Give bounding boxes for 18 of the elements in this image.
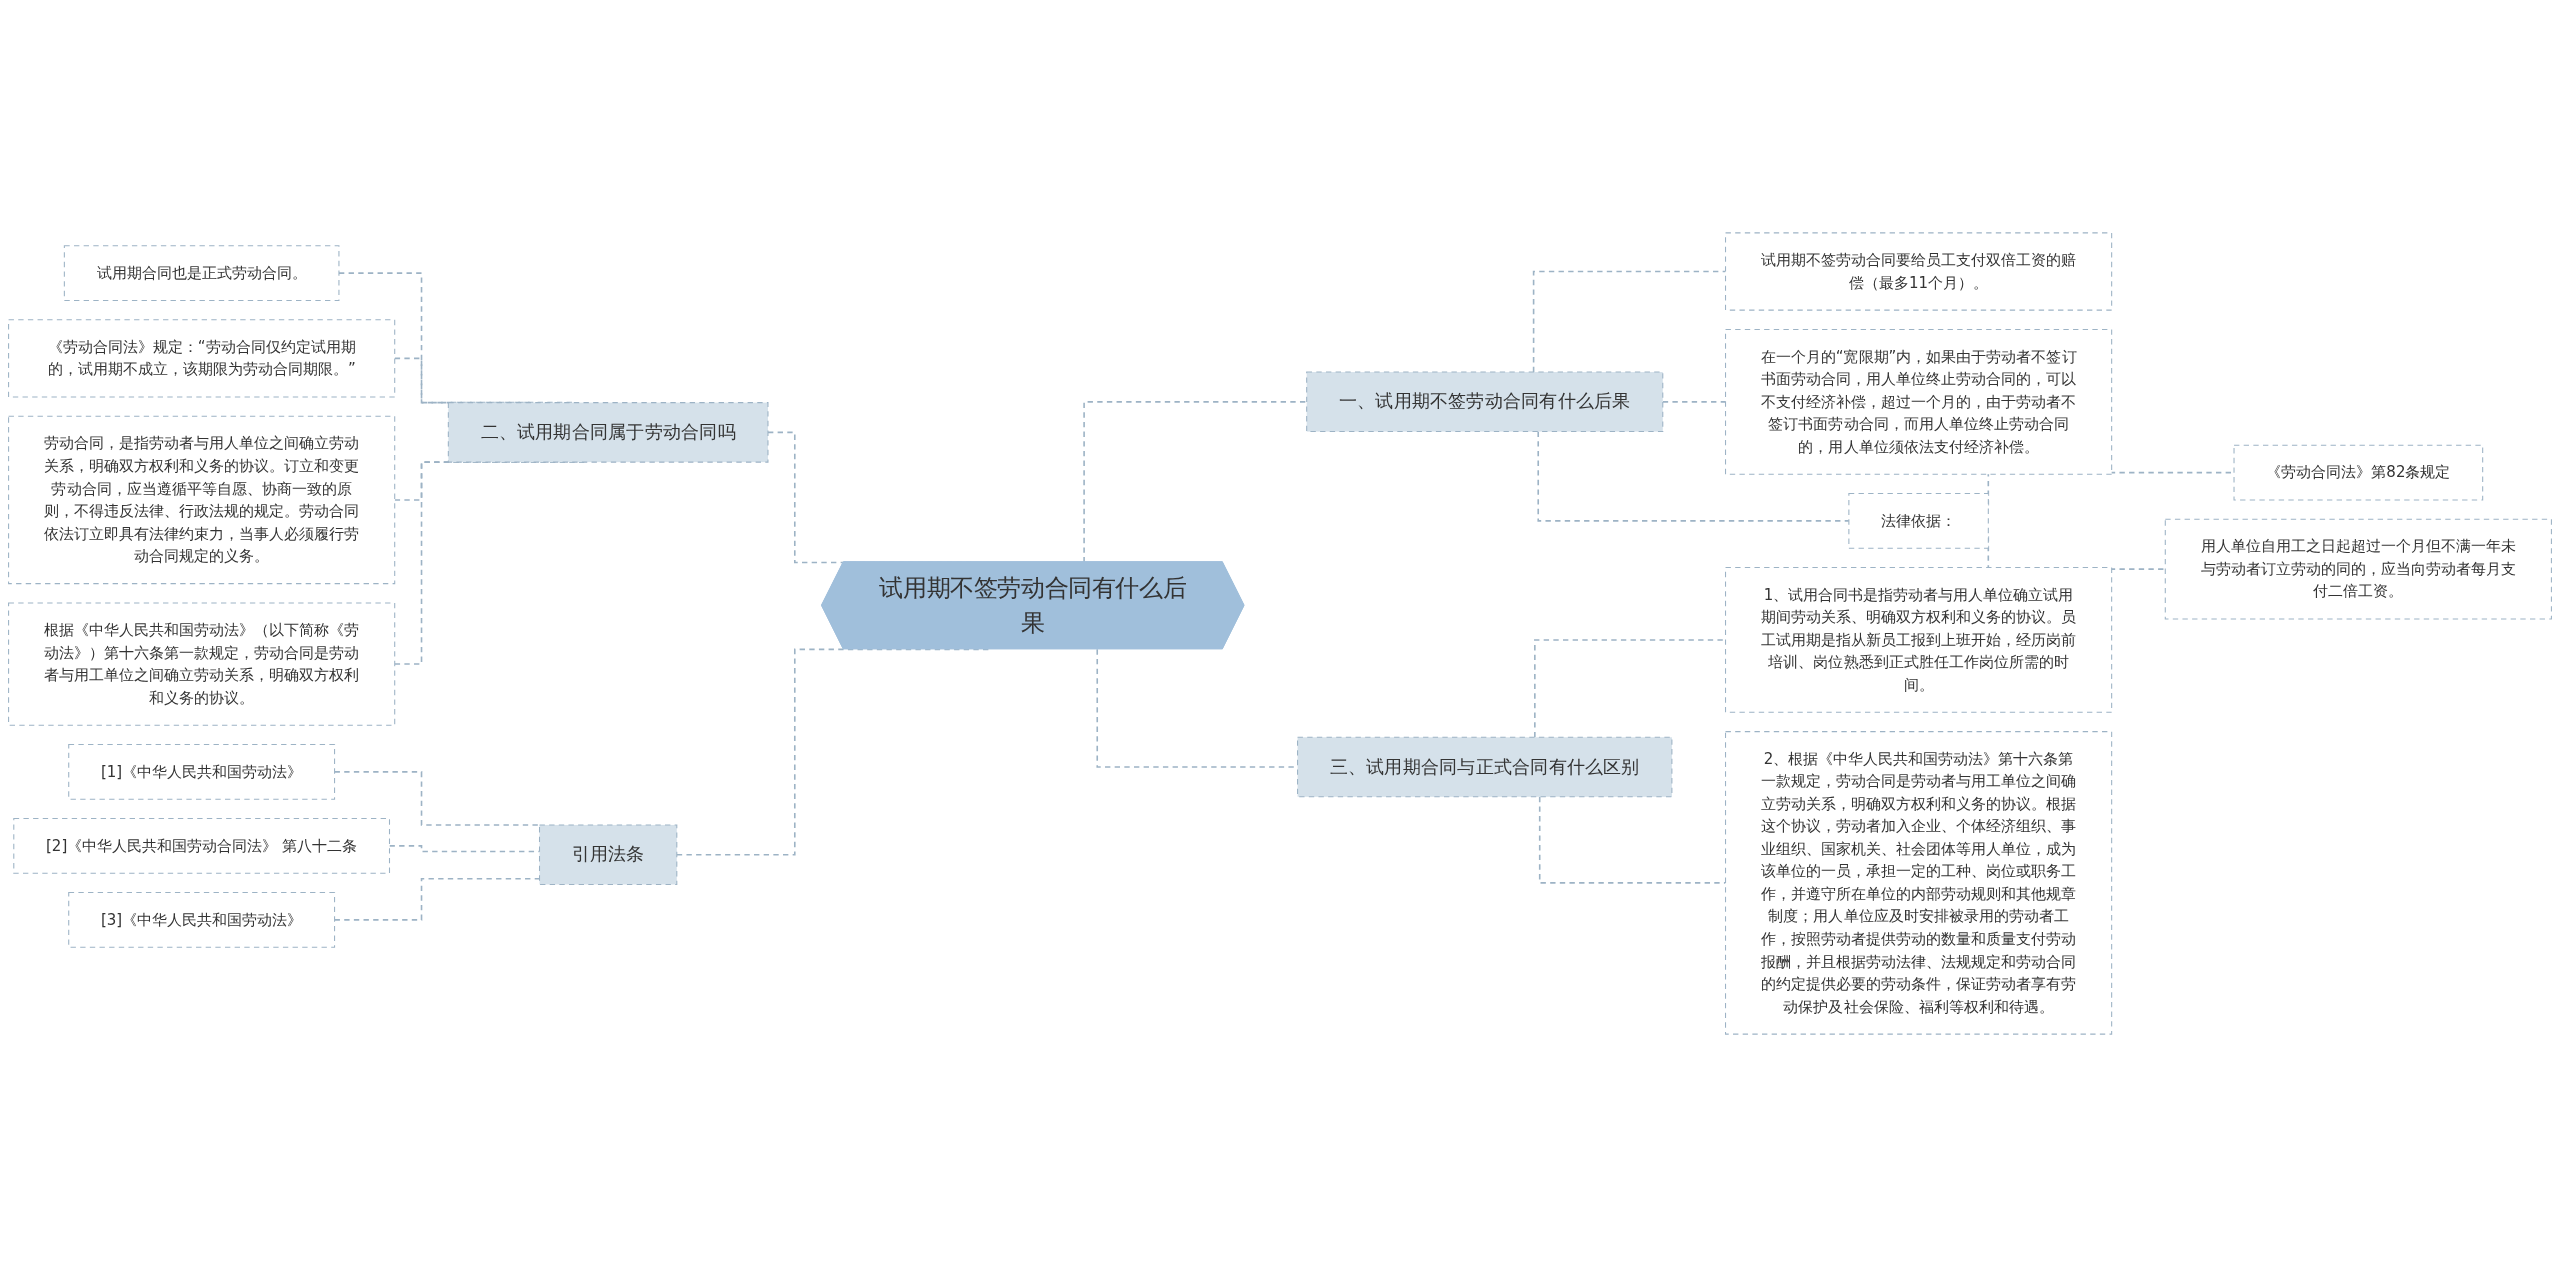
node-box bbox=[1297, 736, 1673, 798]
node-box bbox=[68, 743, 336, 800]
node-box bbox=[1725, 567, 2113, 713]
node-box bbox=[68, 892, 336, 948]
node-box bbox=[2233, 444, 2484, 501]
node-box bbox=[2164, 518, 2552, 620]
node-box bbox=[63, 245, 340, 301]
node-box bbox=[13, 818, 391, 874]
node-box bbox=[8, 319, 396, 398]
node-box bbox=[8, 602, 396, 726]
node-box bbox=[1725, 328, 2113, 475]
node-box bbox=[1306, 371, 1664, 433]
node-box bbox=[8, 415, 396, 585]
node-box bbox=[538, 824, 678, 886]
node-box bbox=[1725, 731, 2113, 1035]
node-box bbox=[447, 402, 769, 463]
node-box bbox=[1848, 493, 1989, 549]
node-box bbox=[1725, 232, 2113, 311]
